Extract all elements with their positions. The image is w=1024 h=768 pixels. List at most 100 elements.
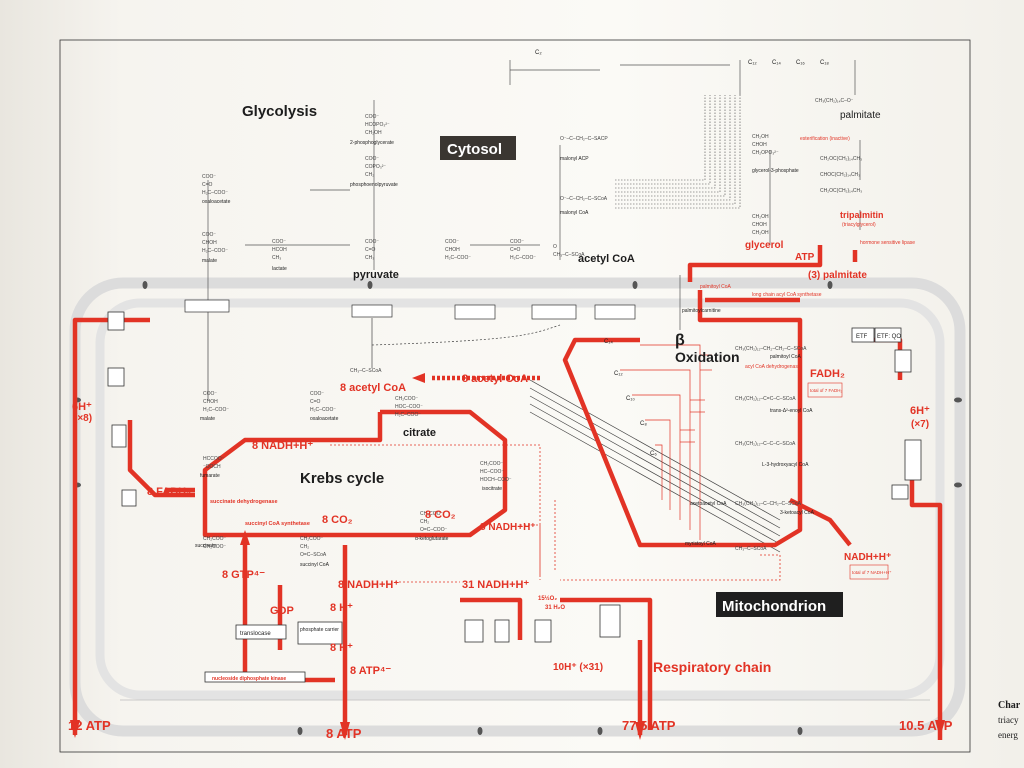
- svg-text:CH₃–C–SCoA: CH₃–C–SCoA: [350, 368, 382, 374]
- svg-text:COO⁻: COO⁻: [365, 239, 379, 245]
- glycerol-label: glycerol: [745, 240, 784, 251]
- svg-text:CHOH: CHOH: [203, 399, 218, 405]
- malonyl-acp-label: malonyl ACP: [560, 156, 589, 162]
- alpha-kg-label: α-ketoglutarate: [415, 536, 449, 542]
- svg-text:C=O: C=O: [310, 399, 321, 405]
- atp-total-left: 12 ATP: [68, 718, 111, 733]
- o2-label: 15½O₂: [538, 595, 557, 602]
- figure-frame: [59, 39, 971, 753]
- svg-text:COO⁻: COO⁻: [365, 114, 379, 120]
- svg-text:CH₂COO⁻: CH₂COO⁻: [395, 396, 419, 402]
- svg-text:CH₂COO⁻: CH₂COO⁻: [420, 511, 444, 517]
- membrane-complexes: [107, 311, 922, 683]
- svg-text:CH₂: CH₂: [365, 172, 374, 178]
- svg-text:CH₂OH: CH₂OH: [365, 130, 382, 136]
- etf-qo-label: ETF: QO: [877, 334, 901, 340]
- mito-inner-membrane: [95, 298, 945, 700]
- beta-c6-label: C₆: [650, 451, 657, 457]
- svg-text:HOCH–COO⁻: HOCH–COO⁻: [480, 477, 512, 483]
- h6-right: 6H⁺: [910, 405, 930, 417]
- svg-text:HCCOO⁻: HCCOO⁻: [203, 456, 225, 462]
- c2-label: C₂: [535, 50, 542, 56]
- palmitoyl-coa-cytosol-label: palmitoyl CoA: [700, 284, 732, 290]
- svg-text:H₂C–COO⁻: H₂C–COO⁻: [203, 407, 229, 413]
- hormone-lipase-label: hormone sensitive lipase: [860, 240, 915, 246]
- beta-symbol: β: [675, 332, 685, 349]
- ketoacyl-coa-label: 3-ketoacyl CoA: [780, 510, 815, 516]
- svg-text:HCOPO₃²⁻: HCOPO₃²⁻: [365, 122, 390, 128]
- h-8-lower: 8 H⁺: [330, 642, 353, 654]
- glycerol-3-phosphate-label: glycerol-3-phosphate: [752, 168, 799, 174]
- svg-text:CH₂OH: CH₂OH: [752, 214, 769, 220]
- atp-glycerol-label: ATP: [795, 252, 815, 263]
- beta-c10-label: C₁₀: [626, 396, 635, 402]
- svg-text:CH₃(CH₂)₁₂–C=C–C–SCoA: CH₃(CH₂)₁₂–C=C–C–SCoA: [735, 396, 796, 402]
- side-caption-line2: triacy: [998, 715, 1019, 725]
- svg-text:CHOH: CHOH: [752, 222, 767, 228]
- svg-text:O=C–COO⁻: O=C–COO⁻: [420, 527, 448, 533]
- svg-text:CH₂COO⁻: CH₂COO⁻: [203, 536, 227, 542]
- palmitoyl-coa-mito-label: palmitoyl CoA: [770, 354, 802, 360]
- c18-label: C₁₈: [820, 60, 829, 66]
- gdp-label: GDP: [270, 605, 294, 617]
- svg-text:CH₃: CH₃: [365, 255, 374, 261]
- palmitoylcarnitine-label: palmitoylcarnitine: [682, 308, 721, 314]
- svg-text:COO⁻: COO⁻: [365, 156, 379, 162]
- lc-synthetase-label: long chain acyl CoA synthetase: [752, 292, 822, 298]
- svg-text:CH₃–C–SCoA: CH₃–C–SCoA: [553, 252, 585, 258]
- svg-text:CH₃(CH₂)₁₂–C–CH₂–C–SCoA: CH₃(CH₂)₁₂–C–CH₂–C–SCoA: [735, 501, 802, 507]
- atp-total-right: 10.5 ATP: [899, 718, 953, 733]
- svg-text:CH₂OPO₃²⁻: CH₂OPO₃²⁻: [752, 150, 779, 156]
- beta-oxidation-title: Oxidation: [675, 349, 740, 365]
- succinyl-coa-label: succinyl CoA: [300, 562, 330, 568]
- isocitrate-label: isocitrate: [482, 486, 502, 492]
- svg-text:COO⁻: COO⁻: [202, 174, 216, 180]
- membrane-carriers: [184, 299, 636, 320]
- thick-pathway-arrows: [72, 245, 943, 740]
- malonyl-coa-dotted-fan: [615, 95, 741, 209]
- svg-text:CH₃(CH₂)₁₂–CH₂–CH₂–C–SCoA: CH₃(CH₂)₁₂–CH₂–CH₂–C–SCoA: [735, 346, 807, 352]
- fumarate-label: fumarate: [200, 473, 220, 479]
- svg-text:CHOH: CHOH: [445, 247, 460, 253]
- atp-total-middle: 8 ATP: [326, 726, 362, 741]
- mitochondrion-tag-box: [716, 592, 843, 617]
- svg-text:H₂C–COO⁻: H₂C–COO⁻: [310, 407, 336, 413]
- palmitate-label: palmitate: [840, 110, 881, 121]
- svg-text:O⁻–C–CH₂–C–SACP: O⁻–C–CH₂–C–SACP: [560, 136, 608, 142]
- acyl-dh-label: acyl CoA dehydrogenase: [745, 364, 801, 370]
- nadh-8-isocitrate: 8 NADH+H⁺: [480, 522, 536, 533]
- myristoyl-coa-label: myristoyl CoA: [685, 541, 717, 547]
- svg-text:CH₂OH: CH₂OH: [752, 230, 769, 236]
- beta-c8-label: C₈: [640, 421, 647, 427]
- svg-text:CH₂OC(CH₂)₁₄CH₃: CH₂OC(CH₂)₁₄CH₃: [820, 188, 862, 194]
- h10-label: 10H⁺ (×31): [553, 662, 603, 673]
- beta-oxidation-fan: [620, 344, 712, 540]
- oxaloacetate-mito-label: oxaloacetate: [310, 416, 339, 422]
- mitochondrion-tag: Mitochondrion: [722, 598, 826, 615]
- fadh2-total-box: [807, 382, 843, 398]
- translocase-label: translocase: [240, 631, 271, 637]
- nadh-8-alphakg: 8 NADH+H⁺: [338, 579, 399, 591]
- cytosol-tag: Cytosol: [447, 141, 502, 158]
- svg-text:COO⁻: COO⁻: [445, 239, 459, 245]
- nadh-total-box: [849, 564, 889, 580]
- h6-left: 6H⁺: [72, 401, 92, 413]
- h-8-upper: 8 H⁺: [330, 602, 353, 614]
- gtp-8-label: 8 GTP⁴⁻: [222, 569, 265, 581]
- svg-text:H₂C–COO⁻: H₂C–COO⁻: [202, 190, 228, 196]
- svg-text:CH₃: CH₃: [272, 255, 281, 261]
- mito-thin-arrows: [120, 312, 930, 701]
- svg-text:CH₂OH: CH₂OH: [752, 134, 769, 140]
- svg-text:H₂C–COO⁻: H₂C–COO⁻: [395, 412, 421, 418]
- nadh-31-label: 31 NADH+H⁺: [462, 579, 529, 591]
- acetyl-coa-8-right: 8 acetyl CoA: [462, 373, 528, 385]
- h2o-label: 31 H₂O: [545, 605, 565, 611]
- succinate-label: succinate: [195, 543, 216, 549]
- membrane-pores: [73, 281, 962, 735]
- svg-text:COO⁻: COO⁻: [310, 391, 324, 397]
- co2-8-right: 8 CO₂: [425, 509, 456, 521]
- malonyl-coa-label: malonyl CoA: [560, 210, 589, 216]
- enoyl-coa-label: trans-Δ²-enoyl CoA: [770, 408, 813, 414]
- svg-text:CH₂: CH₂: [300, 544, 309, 550]
- triacylglycerol-label: (triacylglycerol): [842, 222, 876, 228]
